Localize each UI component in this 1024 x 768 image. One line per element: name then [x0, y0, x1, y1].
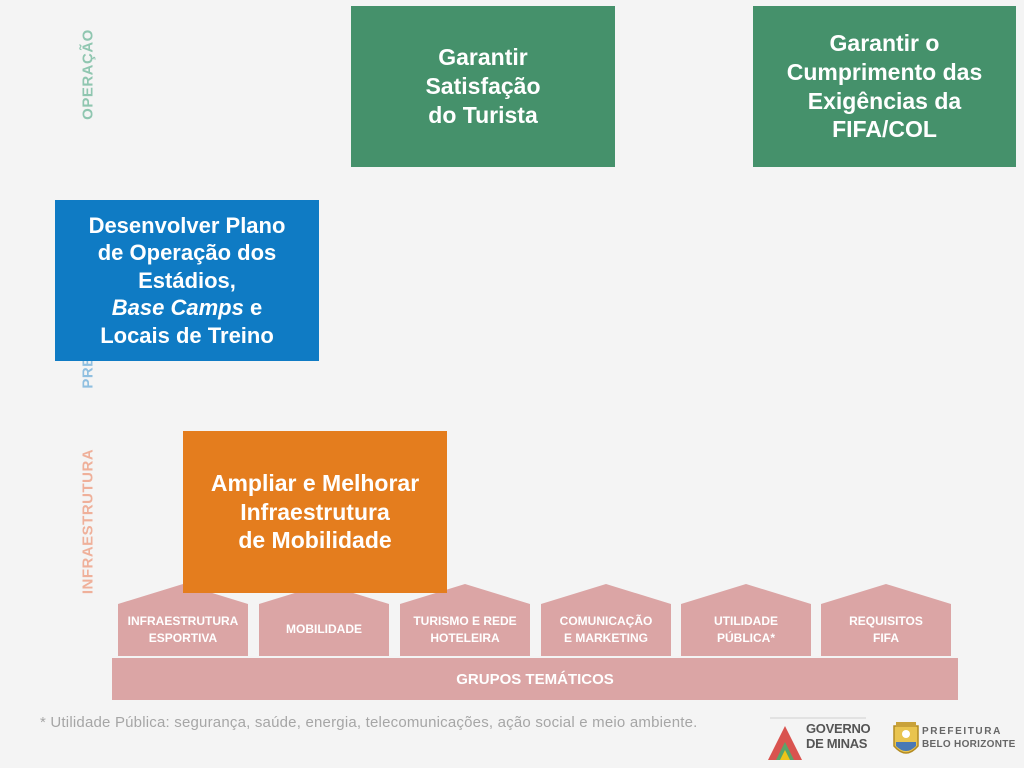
- box-satisfacao-line: Garantir: [438, 44, 528, 71]
- box-estadios-line: Base Camps e: [89, 294, 286, 322]
- group-line: FIFA: [872, 631, 899, 645]
- base-camps-italic: Base Camps: [111, 295, 244, 321]
- prefeitura-line: BELO HORIZONTE: [922, 738, 1016, 750]
- group-line: COMUNICAÇÃO: [559, 613, 653, 628]
- group-line: ESPORTIVA: [148, 631, 218, 645]
- group-mobilidade: MOBILIDADE: [259, 604, 389, 656]
- box-estadios-line: Locais de Treino: [100, 322, 274, 348]
- governo-line: DE MINAS: [806, 735, 868, 751]
- group-line: REQUISITOS: [849, 613, 923, 628]
- group-comunicacao-marketing: COMUNICAÇÃO E MARKETING: [541, 604, 671, 656]
- box-satisfacao-line: do Turista: [428, 101, 538, 128]
- group-utilidade-publica: UTILIDADE PÚBLICA*: [681, 604, 811, 656]
- group-infraestrutura-esportiva: INFRAESTRUTURA ESPORTIVA: [118, 604, 248, 656]
- box-mobilidade-line: de Mobilidade: [238, 527, 392, 554]
- prefeitura-crest-icon: [893, 722, 919, 754]
- governo-line: GOVERNO: [806, 721, 871, 736]
- box-plano-operacao-estadios: Desenvolver Plano de Operação dos Estádi…: [55, 200, 319, 361]
- grupos-tematicos-base: GRUPOS TEMÁTICOS: [112, 658, 958, 700]
- group-line: TURISMO E REDE: [413, 613, 517, 628]
- box-fifa-line: Garantir o: [829, 30, 940, 56]
- box-estadios-line: de Operação dos: [97, 240, 277, 266]
- roof-3: [400, 584, 530, 604]
- roof-6: [821, 584, 951, 604]
- base-camps-suffix: e: [243, 295, 263, 321]
- box-satisfacao-line: Satisfação: [425, 73, 541, 100]
- box-satisfacao-turista: Garantir Satisfação do Turista: [351, 6, 615, 167]
- group-line: UTILIDADE: [714, 613, 778, 628]
- box-estadios-line: Desenvolver Plano: [88, 212, 286, 238]
- roof-1: [118, 584, 248, 604]
- grupos-tematicos-label: GRUPOS TEMÁTICOS: [456, 670, 614, 688]
- prefeitura-line: PREFEITURA: [922, 726, 1002, 737]
- box-mobilidade-line: Ampliar e Melhorar: [210, 469, 420, 496]
- group-line: MOBILIDADE: [286, 622, 362, 637]
- group-line: E MARKETING: [563, 631, 648, 645]
- box-infraestrutura-mobilidade: Ampliar e Melhorar Infraestrutura de Mob…: [183, 431, 447, 593]
- governo-minas-text: GOVERNO DE MINAS: [806, 721, 871, 752]
- group-line: PÚBLICA*: [716, 631, 775, 645]
- group-requisitos-fifa: REQUISITOS FIFA: [821, 604, 951, 656]
- group-turismo-rede-hoteleira: TURISMO E REDE HOTELEIRA: [400, 604, 530, 656]
- box-fifa-line: Exigências da: [807, 87, 962, 114]
- box-mobilidade-line: Infraestrutura: [240, 498, 390, 525]
- roof-2: [259, 584, 389, 604]
- box-exigencias-fifa: Garantir o Cumprimento das Exigências da…: [753, 6, 1016, 167]
- group-line: HOTELEIRA: [430, 631, 500, 645]
- box-estadios-line: Estádios,: [138, 267, 236, 293]
- governo-minas-logo-icon: [768, 717, 866, 760]
- roof-5: [681, 584, 811, 604]
- box-fifa-line: FIFA/COL: [832, 116, 937, 143]
- box-fifa-line: Cumprimento das: [786, 58, 983, 85]
- prefeitura-text: PREFEITURA BELO HORIZONTE: [922, 726, 1016, 751]
- roof-4: [541, 584, 671, 604]
- group-line: INFRAESTRUTURA: [127, 613, 239, 628]
- footnote: * Utilidade Pública: segurança, saúde, e…: [40, 714, 698, 731]
